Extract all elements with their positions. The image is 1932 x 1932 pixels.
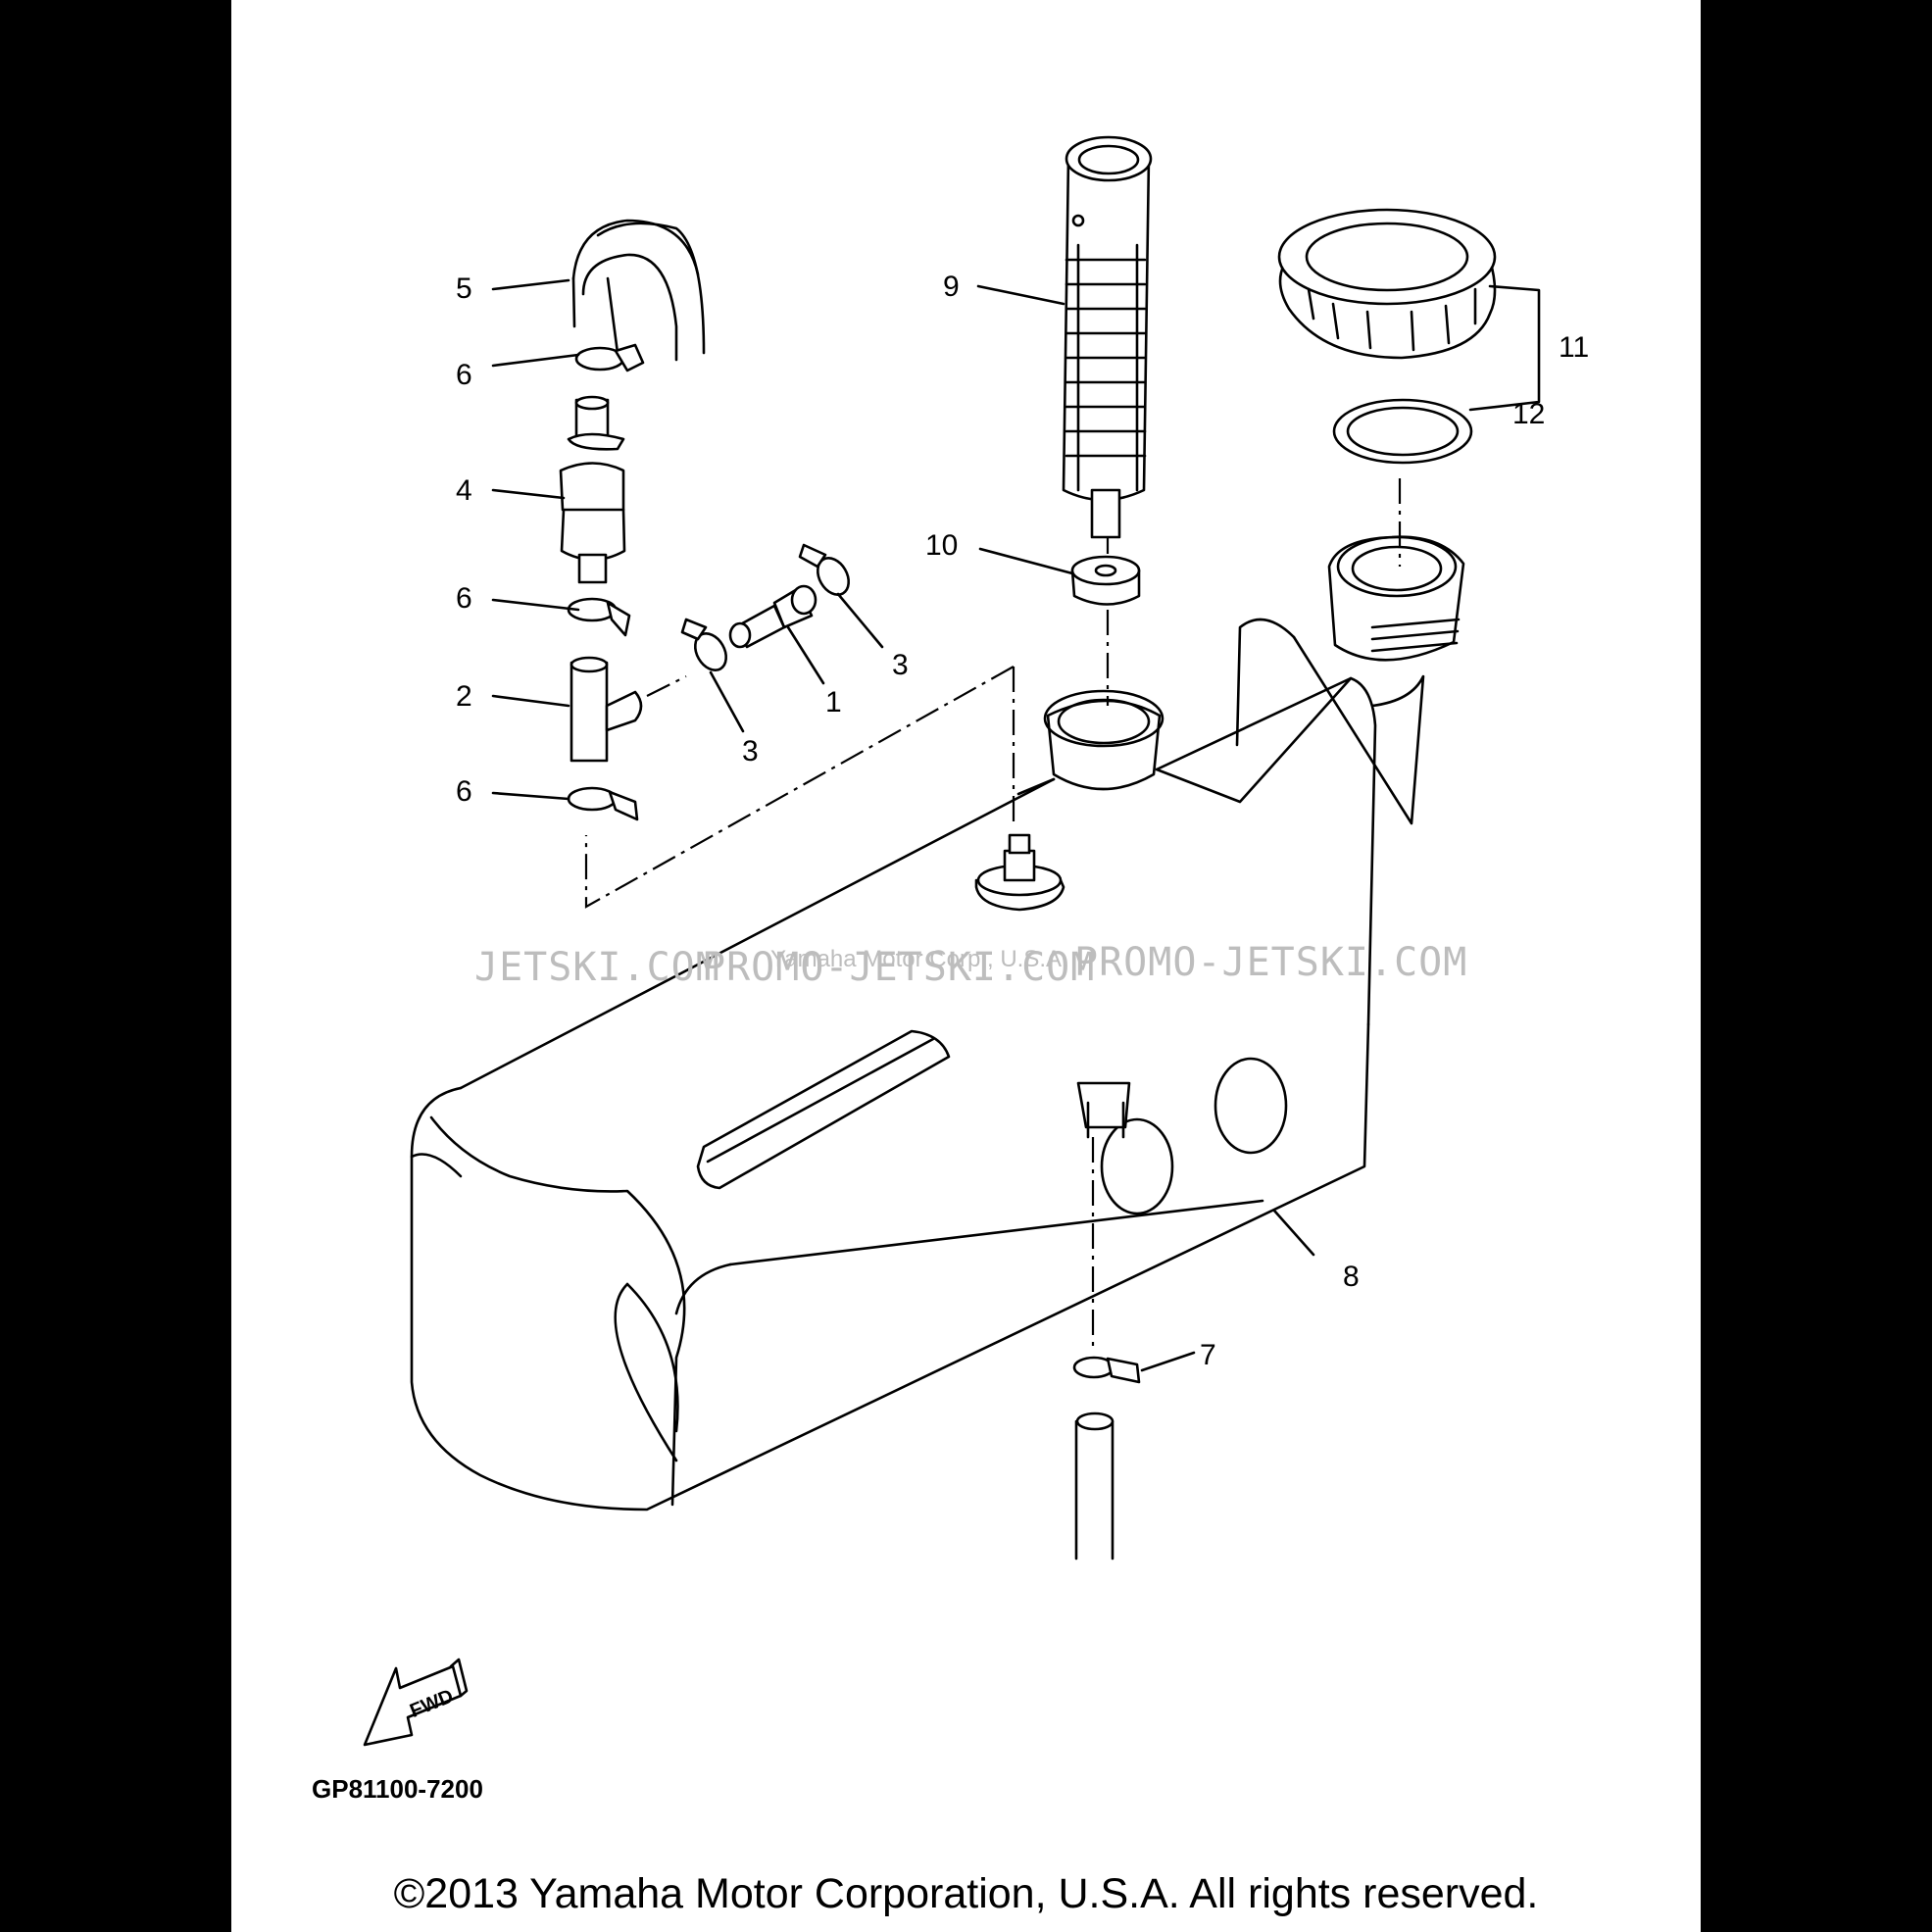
grommet-10 (1070, 555, 1141, 606)
gasket-12 (1332, 398, 1473, 465)
part-code: GP81100-7200 (312, 1774, 483, 1804)
copyright-notice: ©2013 Yamaha Motor Corporation, U.S.A. A… (393, 1870, 1539, 1917)
watermark-4: Yamaha Motor Corp., U.S.A. (770, 946, 1068, 972)
watermark-3: PROMO-JETSKI.COM (1074, 940, 1467, 985)
callout-4: 4 (456, 474, 472, 507)
oil-tank-exploded-diagram: FWD 5 6 4 6 2 6 1 3 3 9 10 11 12 8 7 GP8… (312, 135, 1589, 1804)
drain-hose (1074, 1412, 1115, 1560)
leader-lines (491, 278, 1541, 1372)
oil-tank (410, 535, 1465, 1511)
callout-5: 5 (456, 272, 472, 305)
t-joint-2 (570, 656, 643, 763)
strainer-9 (1062, 135, 1153, 539)
joint-1 (728, 584, 817, 649)
clip-7 (1072, 1356, 1141, 1384)
callout-6-mid: 6 (456, 582, 472, 615)
callout-1: 1 (825, 686, 842, 718)
callout-2: 2 (456, 680, 472, 713)
watermark-2: PROMO-JETSKI.COM (702, 945, 1095, 990)
clip-3-right (798, 543, 851, 596)
filter-4 (559, 395, 626, 584)
fwd-arrow-icon: FWD (363, 1658, 469, 1747)
clip-6-bottom (567, 786, 639, 821)
callout-3-right: 3 (892, 649, 909, 681)
parts-diagram-sheet: FWD 5 6 4 6 2 6 1 3 3 9 10 11 12 8 7 GP8… (231, 0, 1701, 1932)
callout-7: 7 (1200, 1339, 1216, 1371)
callout-9: 9 (943, 271, 960, 303)
callout-6-top: 6 (456, 359, 472, 391)
callout-3-left: 3 (742, 735, 759, 768)
watermark-1: JETSKI.COM (474, 945, 720, 990)
cap-11 (1277, 208, 1497, 360)
hose-5 (571, 219, 706, 362)
callout-8: 8 (1343, 1261, 1360, 1293)
callout-12: 12 (1512, 398, 1545, 430)
assembly-lines (584, 478, 1402, 1353)
callout-10: 10 (925, 529, 958, 562)
clip-3-left (680, 618, 728, 671)
clip-6-mid (567, 597, 631, 637)
callout-11: 11 (1559, 331, 1589, 364)
callout-6-bottom: 6 (456, 775, 472, 808)
clip-6-top (574, 343, 645, 372)
